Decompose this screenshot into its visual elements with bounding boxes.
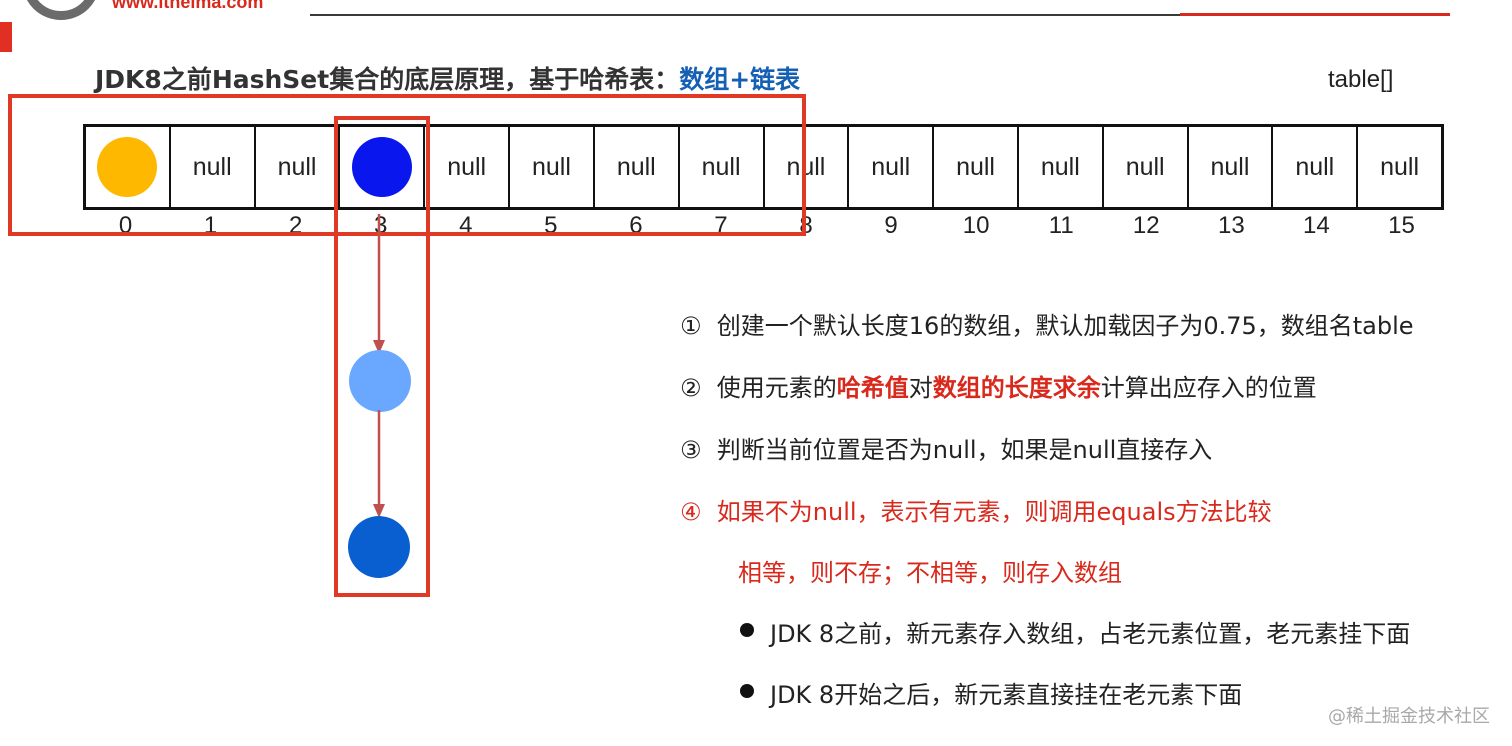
array-cell: null — [1356, 127, 1441, 207]
cell-value: null — [1040, 152, 1080, 181]
array-cell: null — [932, 127, 1017, 207]
list-node — [349, 350, 411, 412]
title-highlight: 数组+链表 — [679, 65, 801, 94]
title-prefix: JDK8之前HashSet集合的底层原理，基于哈希表： — [95, 65, 680, 94]
array-index: 11 — [1048, 212, 1074, 239]
cell-value: null — [701, 152, 741, 181]
step-2-highlight-mod: 数组的长度求余 — [932, 374, 1101, 402]
table-label: table[] — [1328, 66, 1394, 93]
array-index: 10 — [962, 212, 990, 239]
step-4-text: 如果不为null，表示有元素，则调用equals方法比较 — [716, 498, 1272, 526]
hash-table-array: null null null null null null null null null null… — [83, 124, 1444, 210]
bullet-jdk8-after: JDK 8开始之后，新元素直接挂在老元素下面 — [770, 681, 1243, 709]
array-cell: null — [253, 127, 339, 207]
cell-value: null — [616, 152, 656, 181]
step-1-text: 创建一个默认长度16的数组，默认加载因子为0.75，数组名table — [716, 312, 1414, 340]
array-cell: null — [592, 127, 678, 207]
bullet-icon — [740, 623, 754, 637]
link-arrow-icon — [373, 410, 385, 518]
slide-title: JDK8之前HashSet集合的底层原理，基于哈希表：数组+链表 — [95, 60, 800, 96]
array-cell: null — [1016, 127, 1102, 207]
array-index: 14 — [1303, 212, 1330, 239]
step-2: ② 使用元素的哈希值对数组的长度求余计算出应存入的位置 — [680, 368, 1317, 403]
step-3-text: 判断当前位置是否为null，如果是null直接存入 — [716, 436, 1213, 464]
cell-value: null — [192, 152, 232, 181]
array-cell — [86, 127, 169, 207]
cell-value: null — [277, 152, 317, 181]
step-2-text-before: 使用元素的 — [716, 374, 837, 402]
bullet-jdk8-before: JDK 8之前，新元素存入数组，占老元素位置，老元素挂下面 — [770, 620, 1411, 648]
list-node — [348, 516, 410, 578]
array-index: 12 — [1132, 212, 1160, 239]
array-index: 15 — [1388, 212, 1415, 239]
step-3: ③ 判断当前位置是否为null，如果是null直接存入 — [680, 430, 1212, 465]
step-4-sub: 相等，则不存；不相等，则存入数组 — [738, 559, 1122, 587]
step-4: ④ 如果不为null，表示有元素，则调用equals方法比较 — [680, 492, 1272, 527]
highlight-box-array-prefix — [8, 94, 806, 236]
array-cell: null — [423, 127, 508, 207]
cell-value: null — [1125, 152, 1165, 181]
header-divider — [310, 14, 1450, 16]
cell-value: null — [1210, 152, 1250, 181]
highlight-box-bucket-3 — [334, 116, 430, 597]
array-cell: null — [847, 127, 932, 207]
cell-value: null — [447, 152, 487, 181]
site-url: www.itheima.com — [112, 0, 264, 12]
bullet-icon — [740, 684, 754, 698]
array-cell: null — [1186, 127, 1272, 207]
step-2-marker: ② — [680, 374, 702, 402]
cell-value: null — [532, 152, 571, 181]
array-cell: null — [508, 127, 593, 207]
array-cell: null — [677, 127, 763, 207]
element-dot — [97, 137, 158, 197]
cell-value: null — [1295, 152, 1335, 181]
step-4-marker: ④ — [680, 498, 702, 526]
cell-value: null — [956, 152, 995, 181]
cell-value: null — [1380, 152, 1420, 181]
array-index: 13 — [1217, 212, 1245, 239]
step-3-marker: ③ — [680, 436, 702, 464]
link-arrow-icon — [373, 214, 385, 354]
logo-accent-bar — [0, 22, 12, 52]
header-accent-line — [1180, 13, 1450, 16]
step-2-highlight-hash: 哈希值 — [836, 374, 909, 402]
array-cell: null — [1101, 127, 1187, 207]
step-2-text-after: 计算出应存入的位置 — [1100, 374, 1317, 402]
array-index: 9 — [884, 212, 898, 239]
array-cell: null — [1271, 127, 1356, 207]
element-dot — [351, 137, 412, 197]
cell-value: null — [871, 152, 911, 181]
watermark: @稀土掘金技术社区 — [1328, 706, 1490, 727]
array-cell — [338, 127, 423, 207]
array-cell: null — [168, 127, 254, 207]
step-1-marker: ① — [680, 312, 702, 340]
logo-ring-icon — [22, 0, 100, 20]
step-2-text-mid: 对 — [908, 374, 933, 402]
step-1: ① 创建一个默认长度16的数组，默认加载因子为0.75，数组名table — [680, 306, 1414, 341]
